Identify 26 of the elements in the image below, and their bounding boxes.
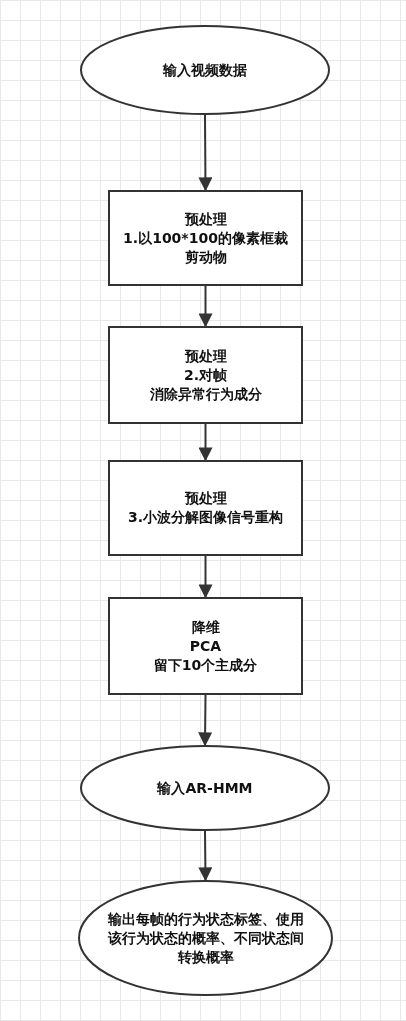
node-text: 消除异常行为成分 — [149, 384, 262, 404]
node-text: 1.以100*100的像素框裁剪动物 — [122, 228, 289, 267]
process-box — [108, 460, 303, 556]
arrow — [198, 423, 213, 462]
node-text: 3.小波分解图像信号重构 — [127, 508, 284, 527]
arrow — [198, 555, 213, 599]
process-box — [108, 190, 303, 286]
node-text: PCA — [189, 636, 222, 656]
node-text: 输入AR-HMM — [157, 778, 253, 798]
node-text: 输入视频数据 — [163, 60, 247, 80]
node-text: 预处理 — [184, 489, 227, 508]
arrow — [198, 114, 213, 192]
arrow — [198, 694, 213, 747]
terminal-ellipse — [80, 25, 330, 115]
node-text: 预处理 — [184, 209, 227, 229]
node-text: 输出每帧的行为状态标签、使用该行为状态的概率、不同状态间转换概率 — [106, 909, 305, 967]
terminal-ellipse — [78, 880, 333, 996]
node-text: 预处理 — [184, 346, 227, 366]
node-text: 降维 — [191, 617, 220, 637]
process-box — [108, 597, 303, 695]
arrow — [198, 285, 213, 328]
node-text: 留下10个主成分 — [153, 655, 258, 675]
node-text: 2.对帧 — [183, 365, 228, 385]
process-box — [108, 326, 303, 424]
arrow — [198, 830, 213, 882]
terminal-ellipse — [80, 745, 330, 831]
